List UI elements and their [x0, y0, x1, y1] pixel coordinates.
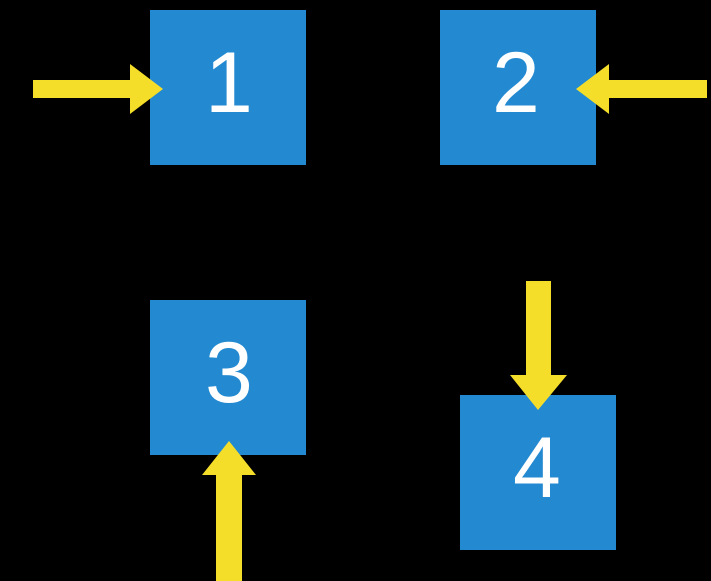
node-label-3: 3 [205, 325, 253, 421]
arrow-left-into-node-2[interactable] [576, 64, 707, 114]
node-label-1: 1 [205, 35, 253, 131]
arrow-up-into-node-3[interactable] [202, 441, 256, 581]
node-label-4: 4 [513, 420, 561, 516]
arrow-down-icon [510, 281, 567, 410]
node-box-4[interactable] [460, 395, 616, 550]
node-box-3[interactable] [150, 300, 306, 455]
arrow-up-icon [202, 441, 256, 581]
arrow-down-into-node-4[interactable] [510, 281, 567, 410]
arrow-left-icon [576, 64, 707, 114]
node-label-2: 2 [492, 35, 540, 131]
arrow-right-icon [33, 64, 163, 114]
node-box-1[interactable] [150, 10, 306, 165]
node-box-2[interactable] [440, 10, 596, 165]
arrow-right-into-node-1[interactable] [33, 64, 163, 114]
